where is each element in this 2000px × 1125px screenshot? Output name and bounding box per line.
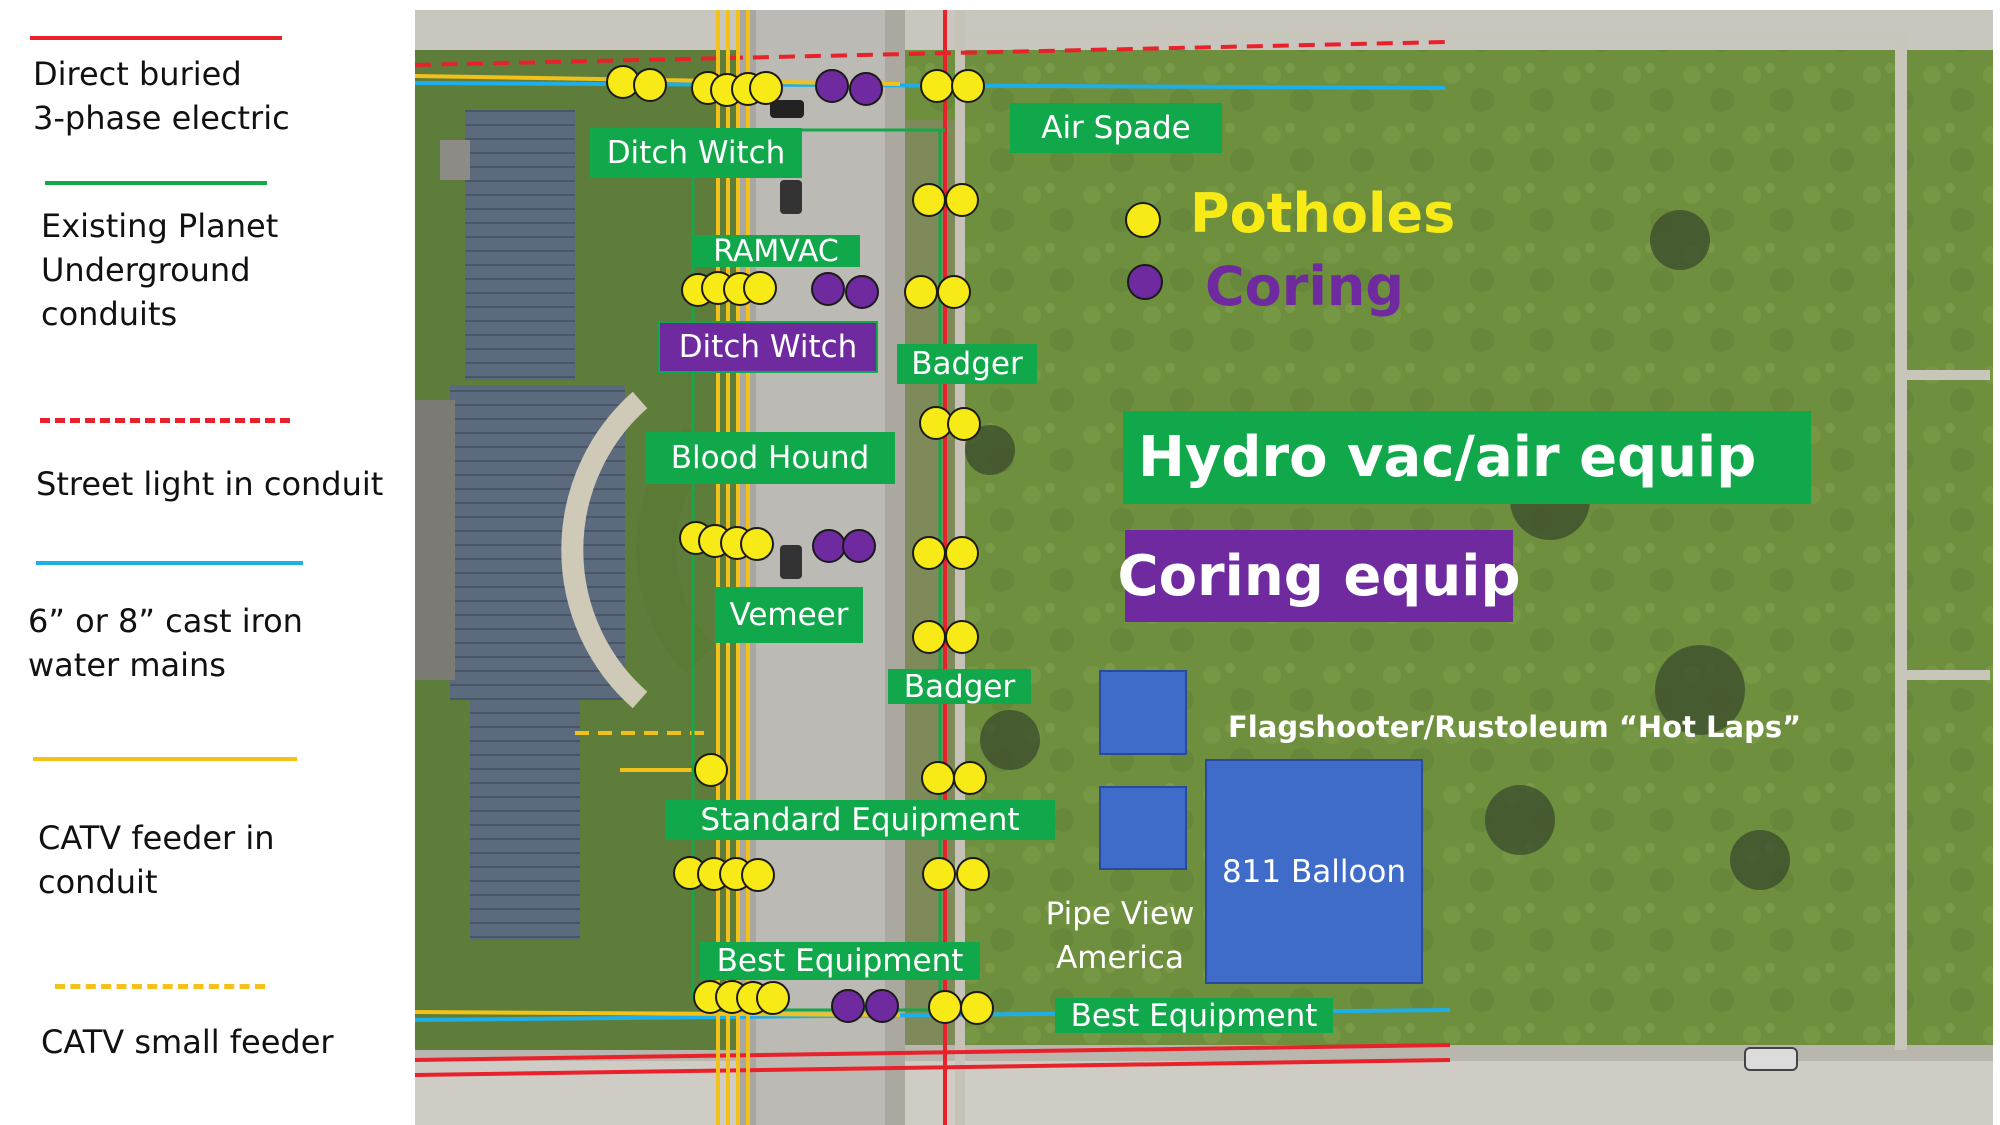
building-south [470,700,580,940]
legend-line-electric [30,36,282,40]
label-pipe-view-america: Pipe View America [1045,896,1195,976]
pothole-key-dot [1125,202,1161,238]
label-hydro-vac: Hydro vac/air equip [1123,411,1811,504]
pothole-markers [606,65,994,1025]
label-ditch-witch-2: Ditch Witch [658,321,878,373]
legend-line-streetlight [40,418,290,423]
label-best-equipment-1: Best Equipment [700,942,980,980]
legend-label-streetlight: Street light in conduit [36,465,384,503]
median-strip [905,120,955,1045]
legend-line-catv [33,757,297,761]
booth-square-2 [1099,786,1187,870]
coring-key-label: Coring [1205,255,1404,318]
booth-square-1 [1099,670,1187,755]
label-ditch-witch-1: Ditch Witch [590,128,802,178]
building-north [465,110,575,380]
legend-label-conduits: Existing Planet Underground conduits [41,207,279,333]
coring-key-dot [1127,264,1163,300]
legend-label-electric: Direct buried 3-phase electric [33,55,290,137]
legend-label-catv-small: CATV small feeder [41,1023,334,1061]
label-badger-1: Badger [897,344,1037,384]
legend-line-catv-small [55,984,265,989]
legend-label-water: 6” or 8” cast iron water mains [28,602,303,684]
label-coring-equip: Coring equip [1117,530,1521,622]
potholes-key-label: Potholes [1190,182,1456,245]
label-vemeer: Vemeer [715,587,863,643]
label-811-balloon: 811 Balloon [1221,854,1407,890]
label-flagshooter: Flagshooter/Rustoleum “Hot Laps” [1228,710,1802,744]
main-road [755,10,885,1125]
label-air-spade: Air Spade [1010,103,1222,153]
coring-markers [811,69,899,1023]
label-standard-equipment: Standard Equipment [665,800,1055,840]
label-blood-hound: Blood Hound [645,432,895,484]
legend: Direct buried 3-phase electric Existing … [0,0,415,1125]
legend-label-catv: CATV feeder in conduit [38,819,275,901]
label-best-equipment-2: Best Equipment [1055,998,1333,1034]
legend-line-conduits [45,181,267,185]
balloon-area [1205,759,1423,984]
label-ramvac: RAMVAC [692,234,860,269]
legend-line-water [36,561,303,565]
label-badger-2: Badger [888,669,1031,705]
